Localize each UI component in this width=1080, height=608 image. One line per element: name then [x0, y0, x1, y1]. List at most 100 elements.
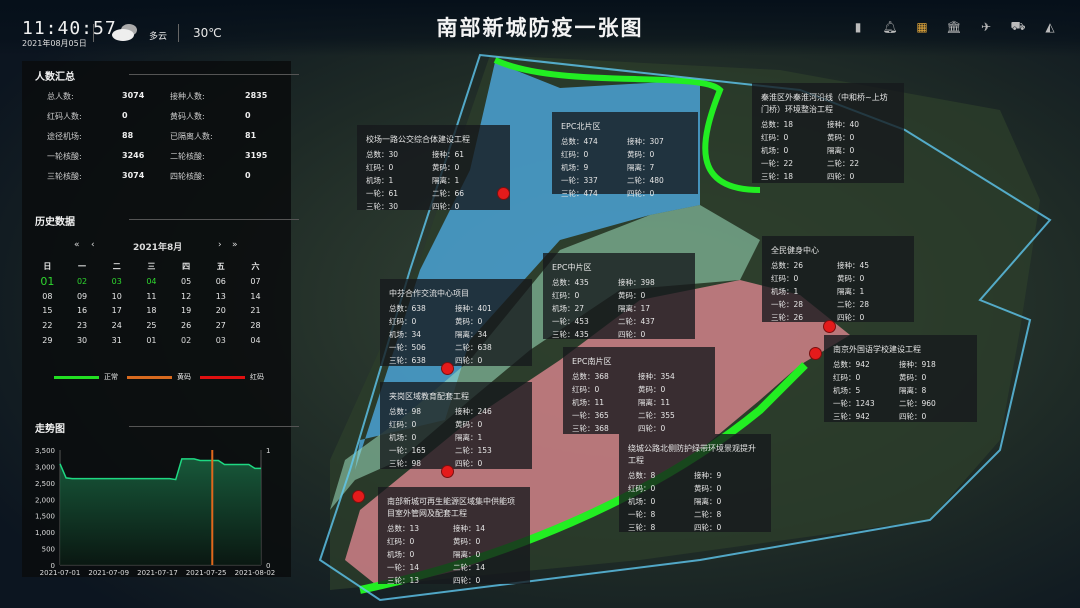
calendar-day[interactable]: 10: [111, 291, 122, 301]
calendar-day[interactable]: 08: [42, 291, 53, 301]
project-stat: 一轮：14: [387, 563, 420, 572]
plane-icon[interactable]: ✈︎: [980, 20, 992, 34]
project-stat: 总数：8: [628, 471, 656, 480]
project-stat: 三轮：942: [833, 412, 870, 421]
location-marker[interactable]: [441, 362, 454, 375]
calendar-day[interactable]: 04: [146, 276, 157, 286]
project-stat: 总数：98: [389, 407, 422, 416]
x-tick-label: 2021-07-25: [186, 569, 227, 577]
calendar-day[interactable]: 24: [111, 321, 122, 331]
prev-month-button[interactable]: ‹: [91, 240, 95, 250]
next-year-button[interactable]: »: [232, 240, 238, 250]
calendar-day[interactable]: 23: [76, 321, 88, 331]
divider: [129, 219, 299, 220]
project-stat: 机场：5: [833, 386, 861, 395]
bell-icon[interactable]: 🔔︎: [882, 20, 898, 34]
location-marker[interactable]: [823, 320, 836, 333]
calendar-day[interactable]: 01: [40, 274, 55, 288]
calendar-day[interactable]: 04: [250, 335, 261, 345]
date-marker[interactable]: [211, 450, 214, 565]
calendar-day[interactable]: 13: [215, 291, 226, 301]
project-stat: 三轮：435: [552, 330, 589, 339]
project-stat: 红码：0: [552, 291, 580, 300]
location-marker[interactable]: [497, 187, 510, 200]
project-stat: 四轮：0: [827, 172, 855, 181]
project-stat: 三轮：638: [389, 356, 426, 365]
project-stat: 总数：474: [561, 137, 598, 146]
project-stat: 四轮：0: [627, 189, 655, 198]
calendar-day[interactable]: 30: [76, 335, 88, 345]
project-stat: 机场：0: [761, 146, 789, 155]
project-name: 全民健身中心: [771, 246, 819, 255]
next-month-button[interactable]: ›: [218, 240, 222, 250]
project-stat: 二轮：22: [827, 159, 860, 168]
project-name: 夹岗区域教育配套工程: [389, 392, 469, 401]
cloudy-icon: [112, 24, 137, 41]
project-stat: 总数：18: [761, 120, 794, 129]
calendar-day[interactable]: 16: [76, 306, 88, 316]
area-chart-icon[interactable]: ◭: [1045, 20, 1055, 34]
table-icon[interactable]: ▦: [916, 20, 928, 34]
calendar-day[interactable]: 31: [111, 335, 122, 345]
calendar-day[interactable]: 01: [146, 335, 157, 345]
location-marker[interactable]: [809, 347, 822, 360]
calendar-day[interactable]: 03: [111, 276, 122, 286]
location-marker[interactable]: [352, 490, 365, 503]
calendar-day[interactable]: 25: [146, 321, 157, 331]
project-name: 秦淮区外秦淮河沿线（中和桥~上坊门桥）环境整治工程: [761, 93, 888, 114]
location-marker[interactable]: [441, 465, 454, 478]
calendar-day[interactable]: 07: [250, 276, 261, 286]
calendar-day[interactable]: 12: [181, 291, 192, 301]
calendar-day[interactable]: 20: [215, 306, 226, 316]
calendar-day[interactable]: 28: [250, 321, 261, 331]
calendar-day[interactable]: 18: [146, 306, 157, 316]
project-stat: 黄码：0: [453, 537, 481, 546]
calendar-day[interactable]: 27: [215, 321, 226, 331]
project-stat: 一轮：28: [771, 300, 804, 309]
project-stat: 总数：638: [389, 304, 426, 313]
project-stat: 三轮：98: [389, 459, 422, 468]
calendar-day[interactable]: 06: [215, 276, 226, 286]
file-icon[interactable]: ▮: [854, 20, 862, 34]
calendar-day[interactable]: 22: [42, 321, 53, 331]
calendar-day[interactable]: 02: [76, 276, 88, 286]
calendar-day[interactable]: 02: [181, 335, 192, 345]
calendar-day[interactable]: 03: [215, 335, 226, 345]
calendar-day[interactable]: 29: [42, 335, 53, 345]
project-stat: 红码：0: [389, 317, 417, 326]
y-tick-label: 0: [51, 562, 55, 570]
project-stat: 四轮：0: [455, 356, 483, 365]
calendar-day[interactable]: 05: [181, 276, 192, 286]
calendar-day[interactable]: 11: [146, 291, 157, 301]
calendar-day[interactable]: 15: [42, 306, 53, 316]
summary-value: 3246: [122, 151, 145, 160]
bank-icon[interactable]: 🏛︎: [946, 20, 962, 34]
calendar-day[interactable]: 17: [111, 306, 122, 316]
project-stat: 黄码：0: [638, 385, 666, 394]
calendar-day[interactable]: 26: [181, 321, 192, 331]
project-stat: 机场：34: [389, 330, 422, 339]
calendar-day[interactable]: 19: [181, 306, 192, 316]
project-stat: 总数：26: [771, 261, 804, 270]
project-stat: 红码：0: [366, 163, 394, 172]
truck-icon[interactable]: ⛟: [1010, 19, 1026, 33]
calendar-day[interactable]: 21: [250, 306, 261, 316]
calendar-day[interactable]: 14: [250, 291, 261, 301]
prev-year-button[interactable]: «: [74, 240, 80, 250]
calendar-day[interactable]: 09: [76, 291, 88, 301]
trend-chart[interactable]: 05001,0001,5002,0002,5003,0003,500012021…: [22, 440, 291, 578]
project-stat: 隔离：1: [837, 287, 865, 296]
